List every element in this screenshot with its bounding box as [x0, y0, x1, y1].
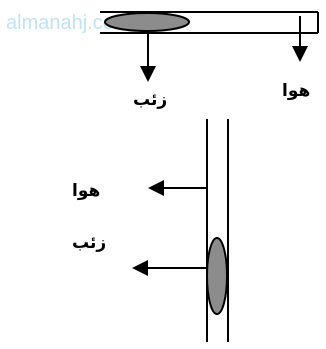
side-mercury-label: زئب	[72, 233, 106, 253]
mercury-column-vertical	[206, 237, 228, 315]
mercury-column-horizontal	[104, 12, 190, 32]
horizontal-tube	[100, 11, 319, 34]
side-air-label: هوا	[72, 181, 100, 201]
top-mercury-label: زئب	[133, 90, 167, 110]
top-air-label: هوا	[282, 81, 310, 101]
vertical-tube	[206, 119, 229, 342]
